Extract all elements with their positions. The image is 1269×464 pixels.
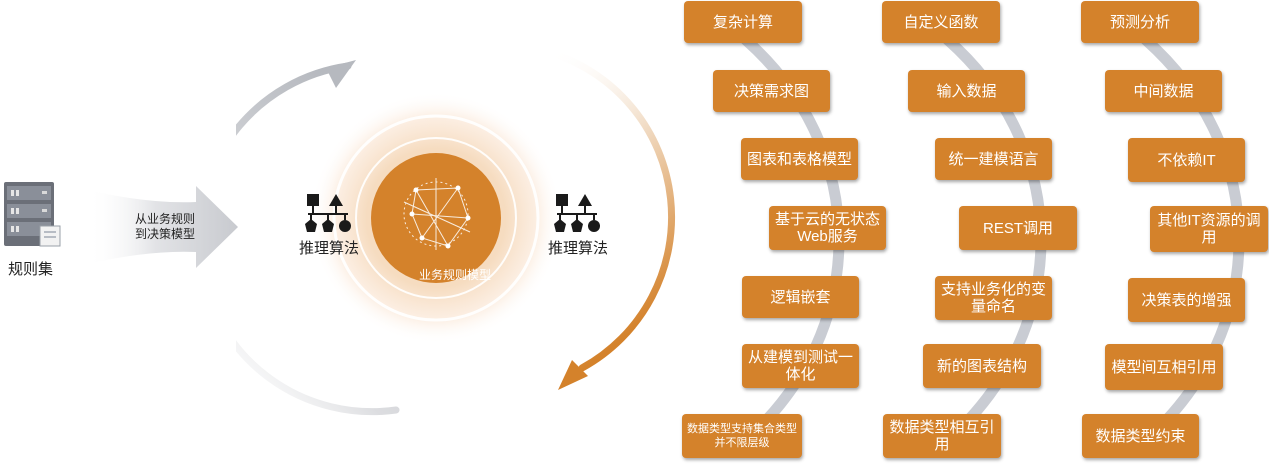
funnel-line-1: 从业务规则: [134, 212, 195, 226]
business-rule-model-label: 业务规则模型: [418, 268, 491, 282]
halo-ring-outer: [332, 114, 540, 322]
funnel-line-2: 到决策模型: [134, 227, 195, 241]
feature-box: 新的图表结构: [923, 344, 1041, 388]
feature-box: REST调用: [959, 206, 1077, 250]
network-nodes: [409, 185, 471, 249]
rules-set-label: 规则集: [8, 261, 54, 278]
feature-box: 决策需求图: [713, 70, 830, 112]
feature-box: 逻辑嵌套: [742, 276, 859, 318]
halo-ring-inner: [355, 137, 517, 299]
feature-box: 不依赖IT: [1128, 138, 1245, 182]
feature-box: 预测分析: [1081, 1, 1199, 43]
feature-box: 中间数据: [1105, 70, 1222, 112]
feature-box: 从建模到测试一体化: [742, 344, 859, 388]
arc-right-arrowhead: [558, 360, 588, 390]
feature-box: 数据类型支持集合类型并不限层级: [682, 414, 802, 458]
arc-right: [544, 48, 676, 372]
flow-shapes-icon: [305, 194, 351, 232]
feature-box: 输入数据: [908, 70, 1025, 112]
feature-box: 决策表的增强: [1128, 278, 1245, 322]
feature-box: 数据类型相互引用: [883, 414, 1001, 458]
feature-box: 基于云的无状态Web服务: [769, 206, 886, 250]
arc-left-arrowhead: [326, 60, 356, 88]
feature-box: 复杂计算: [684, 1, 802, 43]
feature-box: 模型间互相引用: [1105, 344, 1223, 390]
feature-box: 支持业务化的变量命名: [935, 276, 1052, 320]
inference-algorithm-left: 推理算法: [298, 240, 359, 257]
server-icon: [4, 182, 61, 247]
feature-box: 自定义函数: [882, 1, 1000, 43]
feature-box: 数据类型约束: [1082, 414, 1199, 458]
feature-box: 其他IT资源的调用: [1150, 206, 1268, 252]
feature-box: 统一建模语言: [935, 138, 1052, 180]
funnel-text: 从业务规则 到决策模型: [104, 212, 226, 242]
arc-left: [236, 62, 400, 416]
feature-box: 图表和表格模型: [741, 138, 858, 180]
funnel-arrow: [88, 186, 238, 268]
flow-shapes-icon: [554, 194, 600, 232]
inference-algorithm-right: 推理算法: [547, 240, 608, 257]
center-graphic: [236, 48, 676, 416]
